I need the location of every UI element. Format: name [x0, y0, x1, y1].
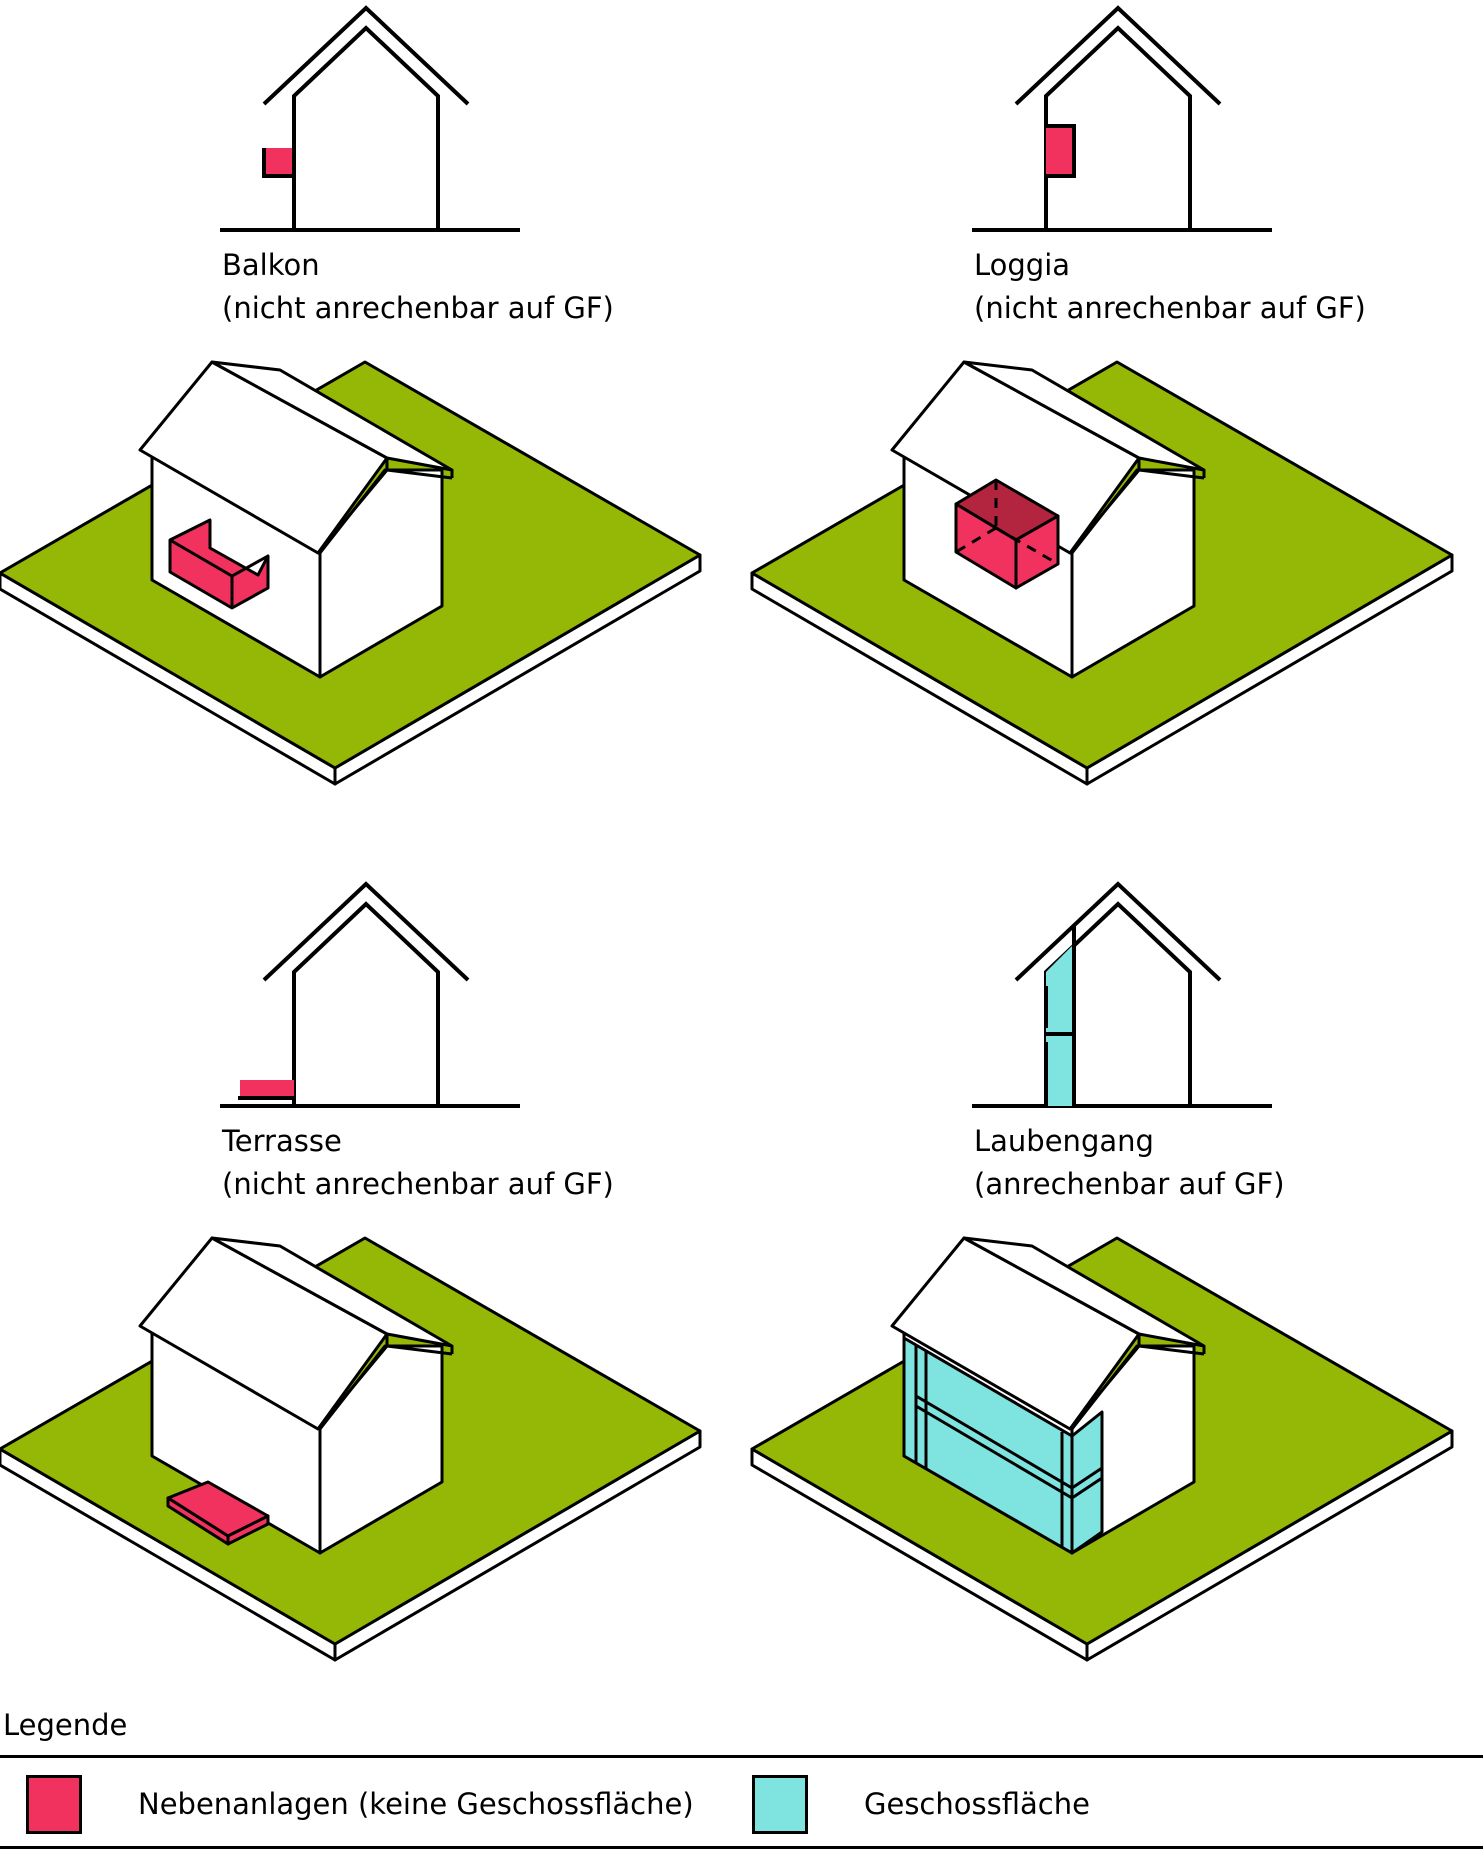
panel-title: Laubengang: [974, 1124, 1154, 1158]
laubengang-section: [970, 882, 1274, 1108]
legend-swatch-turquoise: [752, 1774, 808, 1834]
panel-title: Terrasse: [222, 1124, 342, 1158]
terrasse-section-highlight: [240, 1080, 294, 1096]
panel-label-terrasse: Terrasse (nicht anrechenbar auf GF): [222, 1120, 614, 1206]
laubengang-iso: [750, 1236, 1454, 1662]
loggia-section: [970, 6, 1274, 232]
legend-title: Legende: [3, 1708, 128, 1742]
legend-swatch-pink: [26, 1774, 82, 1834]
panel-label-laubengang: Laubengang (anrechenbar auf GF): [974, 1120, 1285, 1206]
panel-label-balkon: Balkon (nicht anrechenbar auf GF): [222, 244, 614, 330]
legend-top-divider: [0, 1755, 1483, 1758]
panel-label-loggia: Loggia (nicht anrechenbar auf GF): [974, 244, 1366, 330]
panel-note: (nicht anrechenbar auf GF): [974, 291, 1366, 325]
balkon-section-highlight: [264, 148, 292, 176]
loggia-iso: [750, 360, 1454, 786]
terrasse-iso: [0, 1236, 702, 1662]
panel-note: (nicht anrechenbar auf GF): [222, 291, 614, 325]
loggia-section-highlight: [1046, 126, 1074, 176]
panel-note: (anrechenbar auf GF): [974, 1167, 1285, 1201]
legend-item-geschossflaeche: Geschossfläche: [752, 1773, 1090, 1835]
legend-label: Nebenanlagen (keine Geschossfläche): [138, 1787, 694, 1821]
legend-bottom-divider: [0, 1846, 1483, 1849]
legend-item-nebenanlagen: Nebenanlagen (keine Geschossfläche): [26, 1773, 694, 1835]
balkon-section: [218, 6, 522, 232]
panel-title: Loggia: [974, 248, 1071, 282]
legend-label: Geschossfläche: [864, 1787, 1090, 1821]
panel-title: Balkon: [222, 248, 320, 282]
balkon-iso: [0, 360, 702, 786]
panel-note: (nicht anrechenbar auf GF): [222, 1167, 614, 1201]
terrasse-section: [218, 882, 522, 1108]
laubengang-section-highlight: [1046, 944, 1074, 1106]
